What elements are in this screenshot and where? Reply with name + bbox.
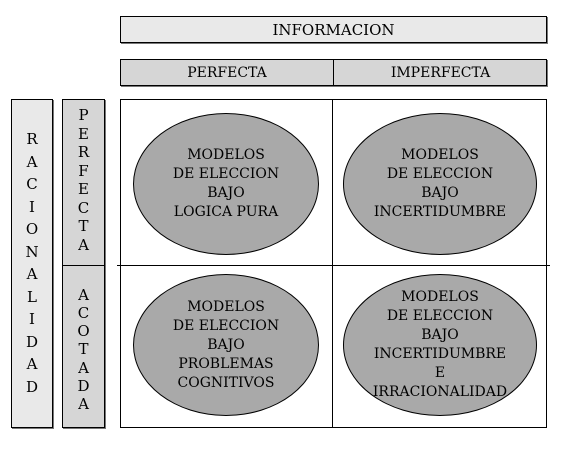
row-divider	[63, 265, 104, 266]
grid-horizontal-divider	[117, 265, 550, 266]
vertical-letter: F	[78, 161, 89, 180]
vertical-letter: A	[26, 265, 38, 284]
vertical-letter: D	[77, 376, 90, 395]
vertical-letter: L	[27, 287, 37, 306]
vertical-letter: D	[25, 332, 39, 351]
ellipse-label: MODELOS DE ELECCION BAJO LOGICA PURA	[172, 147, 280, 220]
information-header: INFORMACION	[120, 16, 547, 43]
ellipse-irracionalidad: MODELOS DE ELECCION BAJO INCERTIDUMBRE E…	[343, 274, 537, 416]
column-headers: PERFECTA IMPERFECTA	[120, 59, 547, 86]
column-header-perfecta: PERFECTA	[121, 60, 334, 85]
vertical-letter: T	[78, 340, 89, 359]
vertical-letter: E	[78, 180, 89, 199]
vertical-letter: I	[29, 197, 35, 216]
vertical-letter: C	[26, 175, 38, 194]
ellipse-label: MODELOS DE ELECCION BAJO INCERTIDUMBRE E…	[372, 289, 508, 400]
information-label: INFORMACION	[272, 20, 395, 39]
vertical-letter: P	[78, 106, 89, 124]
vertical-letter: A	[78, 358, 89, 377]
vertical-letter: A	[78, 286, 89, 304]
column-header-imperfecta: IMPERFECTA	[390, 64, 491, 81]
ellipse-incertidumbre: MODELOS DE ELECCION BAJO INCERTIDUMBRE	[343, 113, 537, 255]
vertical-letter: C	[77, 304, 90, 323]
vertical-letter: I	[29, 310, 35, 329]
vertical-letter: O	[77, 322, 90, 341]
vertical-letter: A	[78, 235, 89, 254]
grid-vertical-divider	[332, 100, 333, 427]
vertical-letter: A	[26, 152, 38, 171]
vertical-letter: N	[25, 242, 39, 261]
vertical-letter: R	[26, 130, 38, 148]
ellipse-logica-pura: MODELOS DE ELECCION BAJO LOGICA PURA	[133, 113, 319, 255]
vertical-letter: O	[25, 220, 39, 239]
ellipse-problemas-cognitivos: MODELOS DE ELECCION BAJO PROBLEMAS COGNI…	[133, 274, 319, 416]
model-grid: MODELOS DE ELECCION BAJO LOGICA PURA MOD…	[117, 99, 550, 428]
vertical-letter: A	[78, 394, 89, 413]
vertical-letter: E	[78, 124, 89, 143]
vertical-letter: C	[77, 198, 90, 217]
ellipse-label: MODELOS DE ELECCION BAJO PROBLEMAS COGNI…	[172, 298, 280, 391]
vertical-letter: T	[78, 217, 89, 236]
vertical-letter: R	[77, 143, 90, 162]
vertical-letter: D	[25, 377, 39, 396]
ellipse-label: MODELOS DE ELECCION BAJO INCERTIDUMBRE	[373, 147, 507, 220]
vertical-letter: A	[26, 355, 38, 374]
